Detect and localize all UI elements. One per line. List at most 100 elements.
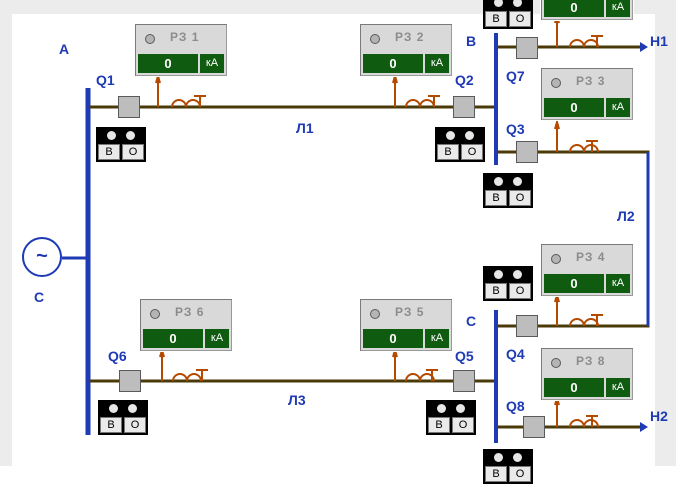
control-q2: В О <box>435 127 485 162</box>
current-unit: кА <box>205 329 229 348</box>
breaker-q8[interactable] <box>523 416 545 438</box>
indicator-icon <box>551 78 561 88</box>
indicator-icon <box>370 309 380 319</box>
breaker-q4-label: Q4 <box>506 346 525 362</box>
relay-name: РЗ 2 <box>395 30 425 44</box>
open-q2-button[interactable]: О <box>461 144 483 160</box>
control-q5: В О <box>426 400 476 435</box>
led-icon <box>446 131 455 140</box>
indicator-icon <box>551 358 561 368</box>
breaker-q5-label: Q5 <box>455 348 474 364</box>
ct4-coil <box>569 318 599 327</box>
line-l1-label: Л1 <box>296 120 314 136</box>
bus-c-label: C <box>466 313 477 329</box>
relay-rz4: РЗ 4 0 кА <box>540 243 634 297</box>
breaker-q6[interactable] <box>119 370 141 392</box>
ct3-coil <box>569 144 599 153</box>
led-icon <box>437 404 446 413</box>
current-unit: кА <box>606 98 630 117</box>
open-q4-button[interactable]: О <box>509 283 531 299</box>
current-unit: кА <box>425 329 449 348</box>
open-q8-button[interactable]: О <box>509 466 531 482</box>
control-q6: В О <box>98 400 148 435</box>
close-q7-button[interactable]: В <box>485 11 507 27</box>
breaker-q7[interactable] <box>516 37 538 59</box>
indicator-icon <box>150 309 160 319</box>
current-value: 0 <box>544 378 604 397</box>
relay-rz2: РЗ 2 0 кА <box>359 23 453 77</box>
open-q1-button[interactable]: О <box>122 144 144 160</box>
ct8-coil <box>569 419 599 428</box>
relay-rz5: РЗ 5 0 кА <box>359 298 453 352</box>
line-l2-label: Л2 <box>617 208 635 224</box>
breaker-q6-label: Q6 <box>108 348 127 364</box>
line-l3-label: Л3 <box>288 392 306 408</box>
current-value: 0 <box>363 329 423 348</box>
relay-name: РЗ 6 <box>175 305 205 319</box>
close-q3-button[interactable]: В <box>485 190 507 206</box>
indicator-icon <box>551 254 561 264</box>
open-q6-button[interactable]: О <box>124 417 146 433</box>
relay-name: РЗ 5 <box>395 305 425 319</box>
led-icon <box>494 177 503 186</box>
relay-rz8: РЗ 8 0 кА <box>540 347 634 401</box>
relay-rz7: 0 кА <box>540 0 634 21</box>
arrow-h2-icon <box>640 422 648 432</box>
ct6-coil <box>172 373 202 382</box>
open-q7-button[interactable]: О <box>509 11 531 27</box>
close-q4-button[interactable]: В <box>485 283 507 299</box>
led-icon <box>126 131 135 140</box>
bus-a-label: A <box>59 41 70 57</box>
led-icon <box>513 453 522 462</box>
led-icon <box>465 131 474 140</box>
current-unit: кА <box>425 54 449 73</box>
ct2-coil <box>405 99 435 108</box>
ct1-coil <box>171 99 201 108</box>
control-q7: В О <box>483 0 533 29</box>
led-icon <box>128 404 137 413</box>
breaker-q1[interactable] <box>118 96 140 118</box>
arrow-h1-icon <box>640 42 648 52</box>
led-icon <box>494 453 503 462</box>
led-icon <box>513 0 522 7</box>
breaker-q3-label: Q3 <box>506 121 525 137</box>
led-icon <box>513 270 522 279</box>
bus-b-label: B <box>466 33 477 49</box>
control-q1: В О <box>96 127 146 162</box>
indicator-icon <box>145 34 155 44</box>
generator-label: C <box>34 289 45 305</box>
generator-icon: ~ <box>22 237 62 277</box>
control-q3: В О <box>483 173 533 208</box>
current-unit: кА <box>606 274 630 293</box>
relay-rz1: РЗ 1 0 кА <box>134 23 228 77</box>
close-q6-button[interactable]: В <box>100 417 122 433</box>
led-icon <box>107 131 116 140</box>
breaker-q3[interactable] <box>516 141 538 163</box>
indicator-icon <box>370 34 380 44</box>
breaker-q2-label: Q2 <box>455 72 474 88</box>
current-value: 0 <box>143 329 203 348</box>
breaker-q4[interactable] <box>516 315 538 337</box>
breaker-q5[interactable] <box>453 370 475 392</box>
close-q5-button[interactable]: В <box>428 417 450 433</box>
close-q8-button[interactable]: В <box>485 466 507 482</box>
led-icon <box>494 0 503 7</box>
breaker-q1-label: Q1 <box>96 72 115 88</box>
close-q2-button[interactable]: В <box>437 144 459 160</box>
relay-name: РЗ 8 <box>576 354 606 368</box>
close-q1-button[interactable]: В <box>98 144 120 160</box>
current-value: 0 <box>544 0 604 17</box>
current-value: 0 <box>544 98 604 117</box>
relay-name: РЗ 4 <box>576 250 606 264</box>
breaker-q2[interactable] <box>453 96 475 118</box>
load-h2-label: H2 <box>650 408 668 424</box>
open-q3-button[interactable]: О <box>509 190 531 206</box>
led-icon <box>109 404 118 413</box>
load-h1-label: H1 <box>650 33 668 49</box>
led-icon <box>494 270 503 279</box>
open-q5-button[interactable]: О <box>452 417 474 433</box>
control-q8: В О <box>483 449 533 484</box>
current-unit: кА <box>606 0 630 17</box>
current-value: 0 <box>363 54 423 73</box>
